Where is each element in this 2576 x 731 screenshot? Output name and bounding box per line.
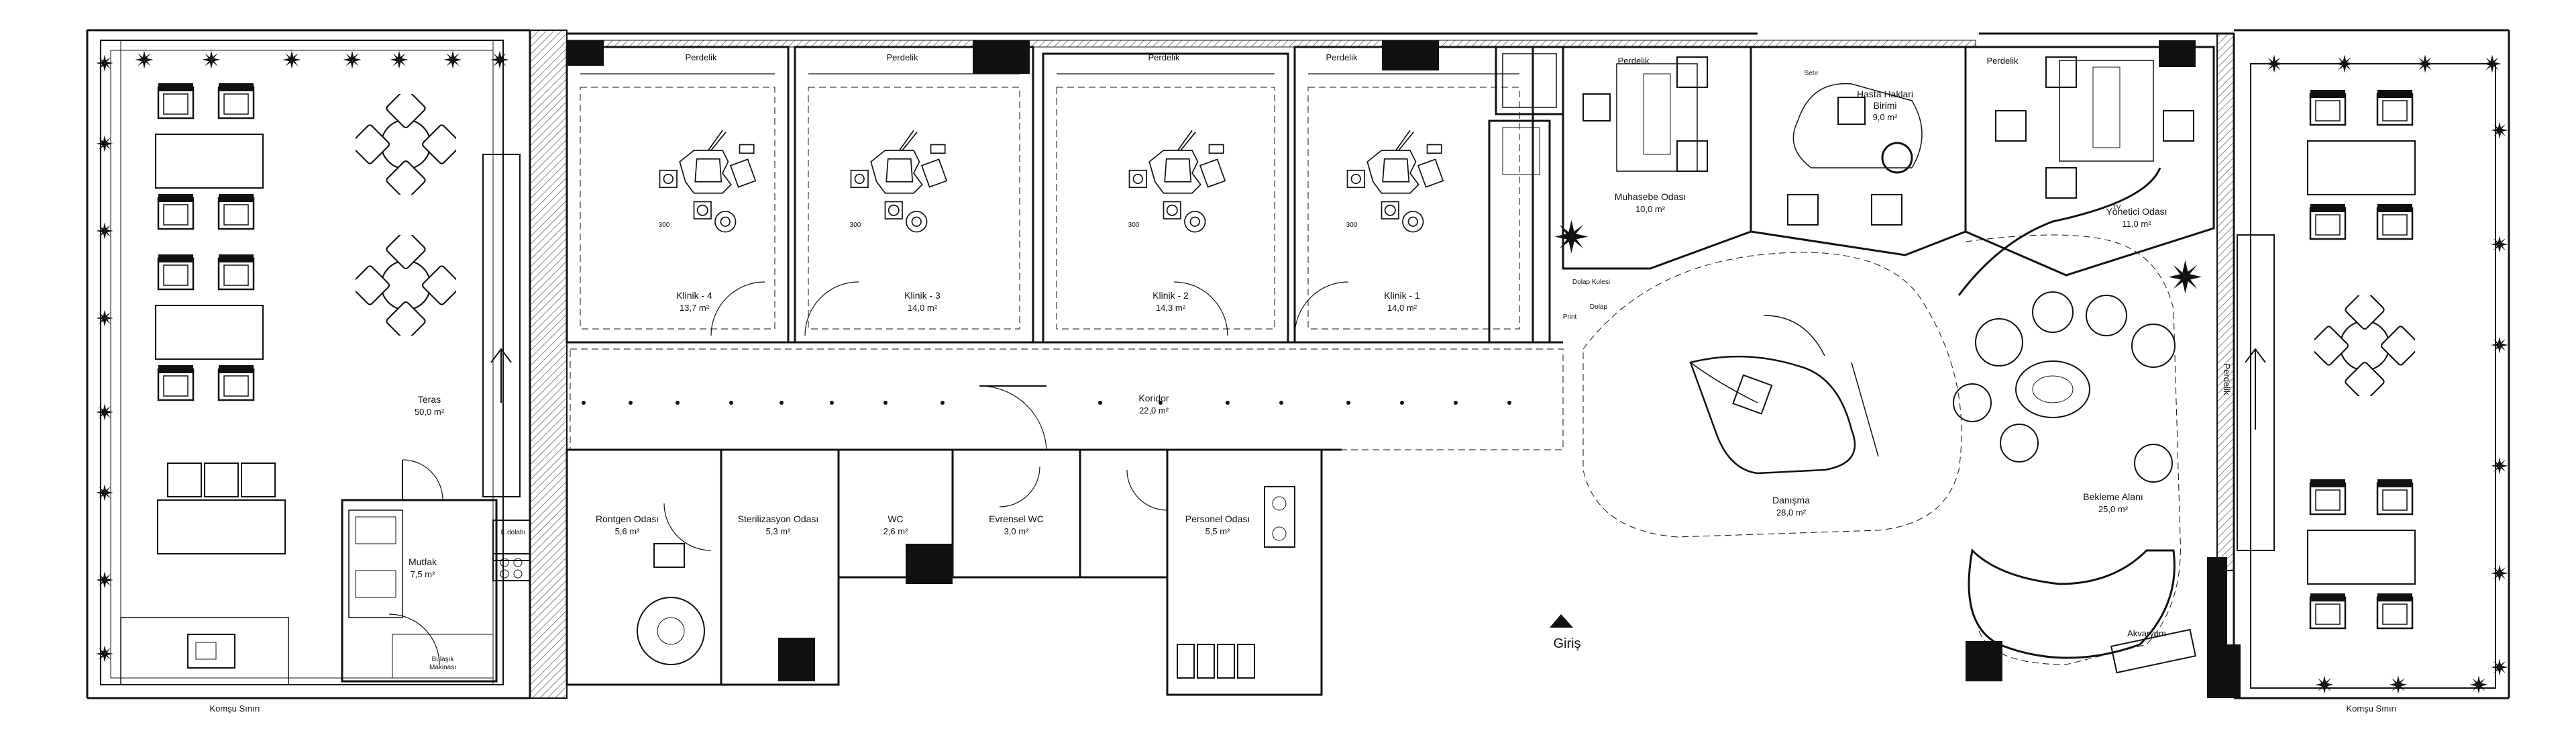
dim-label-1: 300 — [659, 222, 670, 229]
room-name-sterilizasyon: Sterilizasyon Odası — [738, 514, 819, 524]
room-area-wc: 2,6 m² — [883, 526, 909, 536]
room-area-rontgen: 5,6 m² — [615, 526, 641, 536]
room-area-yonetici: 11,0 m² — [2122, 219, 2151, 229]
room-name-hasta-line1: Hasta Haklari — [1857, 89, 1913, 99]
tv-label: TV — [2112, 204, 2121, 211]
room-area-klinik3: 14,0 m² — [908, 303, 938, 313]
room-name-koridor: Koridor — [1138, 393, 1169, 403]
room-name-teras: Teras — [418, 394, 441, 405]
reception — [1582, 252, 1962, 538]
room-name-bekleme: Bekleme Alanı — [2083, 491, 2143, 502]
room-name-personel: Personel Odası — [1185, 514, 1250, 524]
office-rooms — [1562, 46, 2215, 277]
room-name-muhasebe: Muhasebe Odası — [1615, 191, 1686, 202]
room-area-hasta: 9,0 m² — [1873, 112, 1898, 122]
seter-label: Setır — [1804, 70, 1819, 77]
perdelik-label-5: Perdelik — [1618, 56, 1650, 66]
structural-walls — [529, 30, 2235, 699]
room-area-engelsiz: 3,0 m² — [1004, 526, 1030, 536]
room-area-teras: 50,0 m² — [415, 407, 445, 417]
room-area-koridor: 22,0 m² — [1139, 405, 1169, 416]
room-area-danisma: 28,0 m² — [1776, 507, 1807, 518]
entrance-arrow-icon — [1550, 614, 1573, 628]
akvaryum-label: Akvaryum — [2127, 628, 2166, 638]
dim-label-2: 300 — [850, 222, 861, 229]
room-area-bekleme: 25,0 m² — [2098, 504, 2129, 514]
dolap-label: Dolap — [1590, 303, 1608, 311]
room-area-sterilizasyon: 5,3 m² — [766, 526, 792, 536]
lower-rooms — [566, 448, 1323, 696]
right-terrace — [2237, 54, 2508, 694]
room-name-klinik4: Klinik - 4 — [676, 290, 712, 301]
room-area-muhasebe: 10,0 m² — [1635, 204, 1666, 214]
room-name-hasta-line2: Birimi — [1874, 100, 1897, 111]
room-name-mutfak: Mutfak — [409, 556, 437, 567]
komsu-siniri-right: Komşu Sınırı — [2346, 703, 2396, 714]
kitchen — [341, 459, 531, 683]
room-name-engelsiz: Evrensel WC — [989, 514, 1044, 524]
dim-label-3: 300 — [1128, 222, 1140, 229]
room-area-klinik1: 14,0 m² — [1387, 303, 1417, 313]
giris-label: Giriş — [1553, 636, 1580, 651]
waiting-area — [1953, 167, 2197, 674]
room-labels: Teras 50,0 m² Mutfak 7,5 m² Klinik - 4 1… — [409, 89, 2167, 579]
perdelik-label-6: Perdelik — [1987, 56, 2019, 66]
room-name-yonetici: Yönetici Odası — [2106, 206, 2167, 217]
dim-label-4: 300 — [1346, 222, 1358, 229]
perdelik-label-3: Perdelik — [1148, 52, 1180, 62]
room-name-wc: WC — [888, 514, 903, 524]
room-area-personel: 5,5 m² — [1205, 526, 1231, 536]
perdelik-label-2: Perdelik — [887, 52, 918, 62]
bulasik-label-line2: Makinası — [429, 664, 456, 671]
columns — [567, 40, 2241, 698]
perdelik-label-4: Perdelik — [1326, 52, 1358, 62]
perdelik-label-7: Perdelik — [2222, 364, 2232, 395]
room-area-klinik4: 13,7 m² — [680, 303, 710, 313]
room-name-rontgen: Rontgen Odası — [596, 514, 659, 524]
room-area-klinik2: 14,3 m² — [1156, 303, 1186, 313]
room-name-danisma: Danışma — [1772, 495, 1810, 505]
terrace — [96, 40, 521, 685]
room-name-klinik3: Klinik - 3 — [904, 290, 941, 301]
print-label: Print — [1563, 313, 1577, 321]
dolap-kulesi-label: Dolap Kulesi — [1572, 279, 1610, 286]
misc-labels: Perdelik Perdelik Perdelik Perdelik Perd… — [209, 52, 2396, 714]
perdelik-label-1: Perdelik — [686, 52, 717, 62]
room-area-mutfak: 7,5 m² — [411, 569, 436, 579]
komsu-siniri-left: Komşu Sınırı — [209, 703, 260, 714]
room-name-klinik2: Klinik - 2 — [1152, 290, 1189, 301]
bulasik-label-line1: Bulaşık — [432, 656, 455, 663]
room-name-klinik1: Klinik - 1 — [1384, 290, 1420, 301]
e-dolabi-label: E.dolabı — [501, 529, 526, 536]
